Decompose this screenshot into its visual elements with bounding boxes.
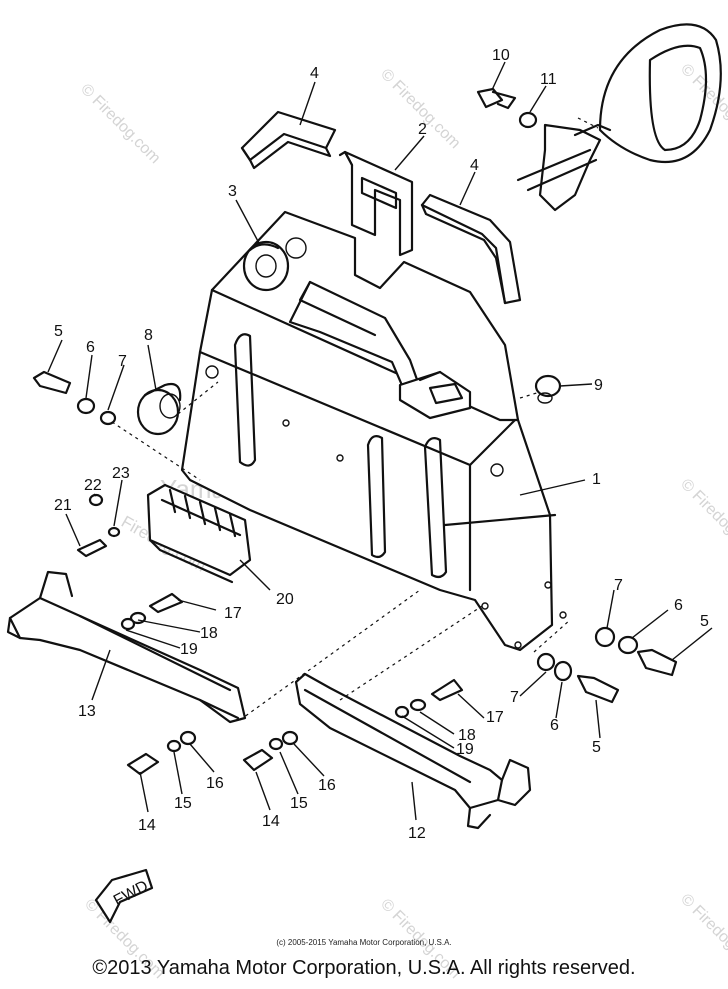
watermark-firedog: © Firedog.com — [77, 81, 163, 167]
callout-20: 20 — [276, 591, 294, 608]
callout-15: 15 — [174, 795, 192, 812]
callout-15: 15 — [290, 795, 308, 812]
part-4-rubber-strip-left — [240, 110, 337, 170]
part-20-terminal-block — [146, 483, 252, 584]
callout-14: 14 — [138, 817, 156, 834]
callout-6: 6 — [674, 597, 683, 614]
callout-7: 7 — [614, 577, 623, 594]
callout-19: 19 — [456, 741, 474, 758]
callout-16: 16 — [206, 775, 224, 792]
callout-5: 5 — [700, 613, 709, 630]
callout-14: 14 — [262, 813, 280, 830]
fwd-arrow: FWD — [94, 868, 154, 924]
copyright-notice: ©2013 Yamaha Motor Corporation, U.S.A. A… — [92, 957, 636, 979]
callout-5: 5 — [592, 739, 601, 756]
callout-5: 5 — [54, 323, 63, 340]
callout-16: 16 — [318, 777, 336, 794]
leader-lines — [111, 117, 599, 721]
part-12-right-rail — [294, 672, 532, 830]
part-8-rubber-mount — [136, 382, 182, 436]
part-3-grommet — [242, 240, 290, 292]
callout-4: 4 — [310, 65, 319, 82]
part-9-small-grommet — [534, 374, 562, 404]
callout-18: 18 — [458, 727, 476, 744]
callout-11: 11 — [540, 71, 557, 88]
callout-7: 7 — [118, 353, 127, 370]
callout-2: 2 — [418, 121, 427, 138]
watermark-firedog: © Firedog.com — [677, 476, 728, 562]
callout-23: 23 — [112, 465, 130, 482]
callout-3: 3 — [228, 183, 237, 200]
callout-1: 1 — [592, 471, 601, 488]
small-copyright: (c) 2005-2015 Yamaha Motor Corporation, … — [276, 938, 452, 947]
part-2-bracket-plate — [338, 150, 414, 257]
callout-17: 17 — [486, 709, 504, 726]
part-4-rubber-strip-right — [420, 193, 522, 305]
part-13-left-rail — [6, 570, 247, 724]
callout-21: 21 — [54, 497, 72, 514]
callout-7: 7 — [510, 689, 519, 706]
callout-6: 6 — [86, 339, 95, 356]
callout-6: 6 — [550, 717, 559, 734]
callout-22: 22 — [84, 477, 102, 494]
fasteners — [32, 370, 678, 776]
callout-numbers: 1 2 3 4 4 5 5 5 6 6 6 7 7 7 8 9 10 11 12… — [54, 47, 709, 842]
callout-leaders — [47, 61, 713, 821]
callout-17: 17 — [224, 605, 242, 622]
callout-10: 10 — [492, 47, 510, 64]
callout-12: 12 — [408, 825, 426, 842]
callout-4: 4 — [470, 157, 479, 174]
callout-9: 9 — [594, 377, 603, 394]
part-10-11-handle-assembly — [476, 23, 722, 212]
callout-18: 18 — [200, 625, 218, 642]
part-1-main-bracket — [180, 210, 567, 652]
callout-19: 19 — [180, 641, 198, 658]
callout-8: 8 — [144, 327, 153, 344]
callout-13: 13 — [78, 703, 96, 720]
